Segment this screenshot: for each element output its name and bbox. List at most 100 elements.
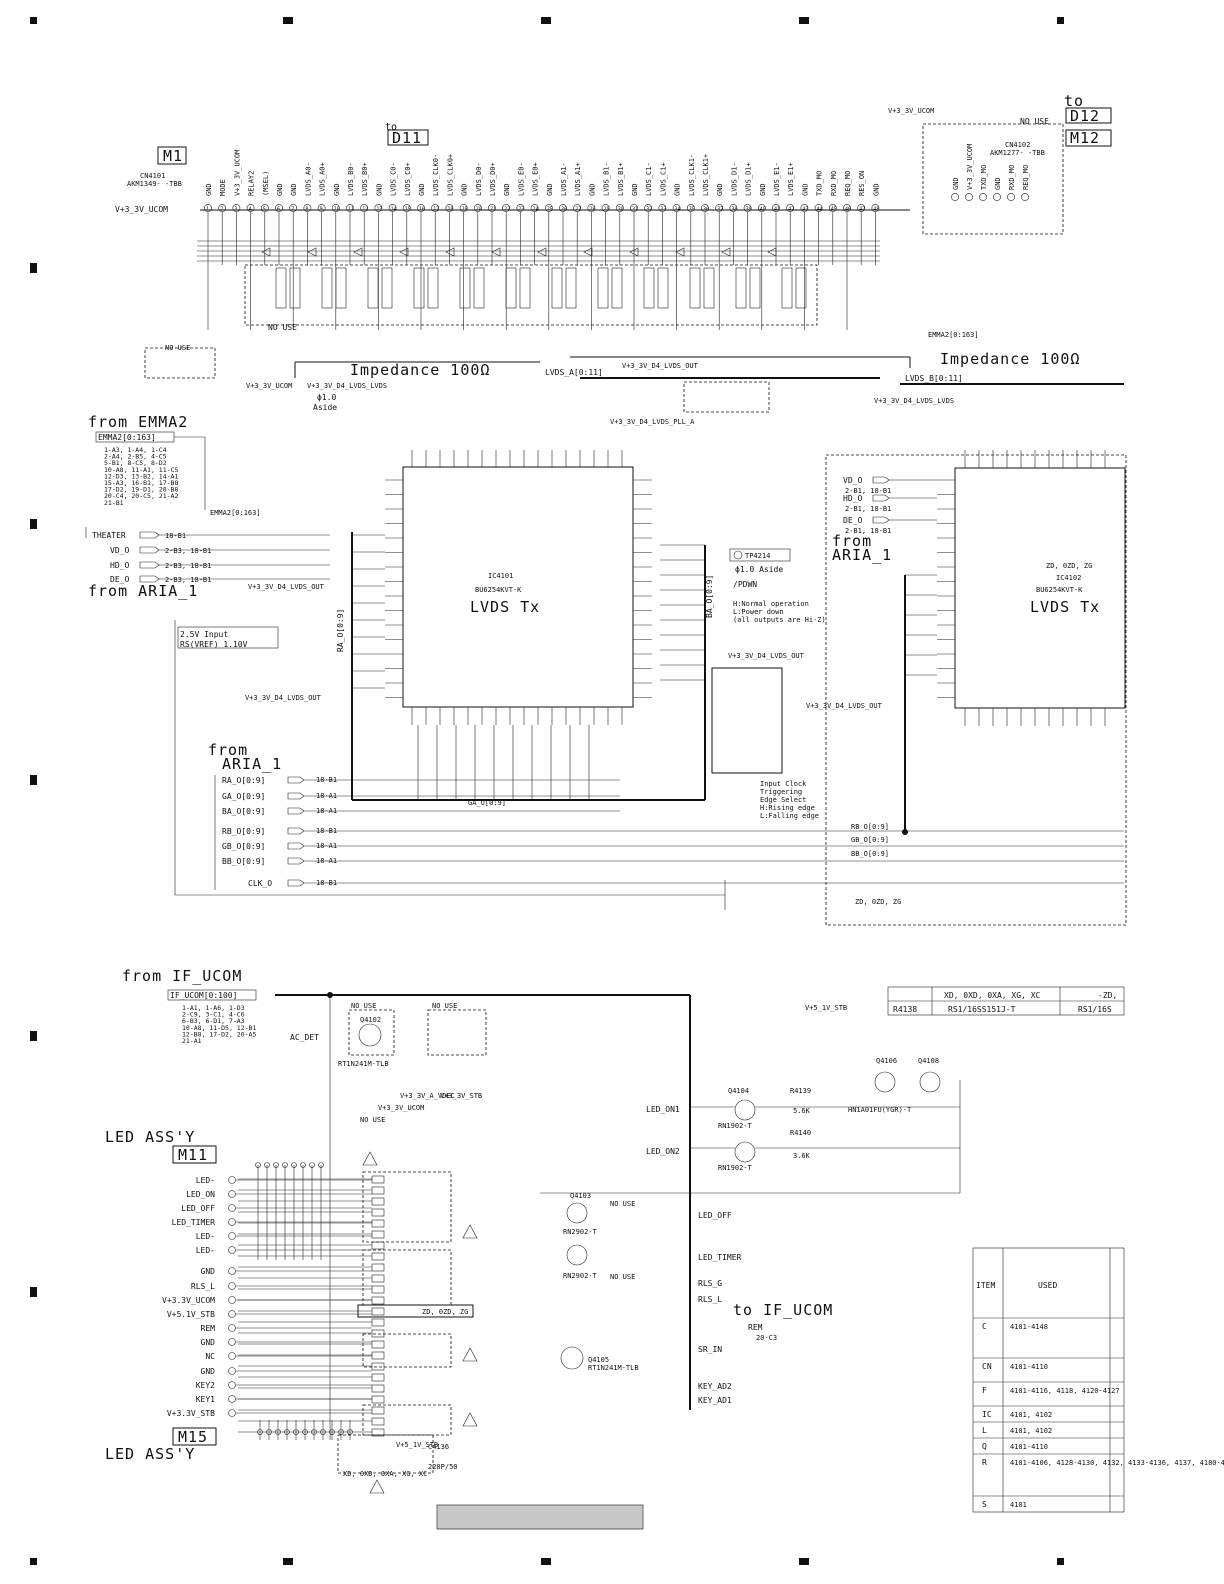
tp4214-box [729,548,791,562]
led-pin-circle [228,1246,236,1254]
q4108-ref: Q4108 [918,1057,939,1065]
rn1902-part-1: RN1902-T [718,1122,753,1130]
c4136-value: 220P/50 [428,1463,458,1471]
led-pin-circle [228,1282,236,1290]
ic4102-part: BU6254KVT-K [1036,586,1083,594]
filter-cell [371,1285,385,1294]
cn4101-pin-label: LVDS_E0+ [532,162,540,196]
cn4101-pin-circle [871,204,880,212]
cn4101-pin-label: GND [674,183,682,196]
filter-element [519,267,531,309]
module-tag-m15 [172,1427,217,1446]
cn4101-pin-label: LVDS_C1+ [659,162,667,196]
cn4102-ref: CN4102 [1005,141,1030,149]
no-use-cn4102: NO USE [1020,117,1049,126]
ic4101-body [402,466,634,708]
ic4101-part: BU6254KVT-K [475,586,522,594]
test-point-icon [347,1429,353,1435]
cn4101-pin-circle [431,204,440,212]
filter-cells [238,1175,385,1437]
module-m11-label: M11 [178,1146,208,1164]
filter-element [289,267,301,309]
filter-element [795,267,807,309]
filter-cell [371,1208,385,1217]
led-pin-label: V+5.1V_STB [167,1310,215,1319]
filter-element [473,267,485,309]
from-label-mid: from [208,741,248,759]
module-tag-d11 [387,129,429,146]
filter-cell [371,1395,385,1404]
test-point-icon [293,1429,299,1435]
footer-page-bar [436,1504,644,1530]
cn4102-pin-circle [979,193,987,201]
cn4101-pin-label: LVDS_B0+ [361,162,369,196]
filter-cell [371,1362,385,1371]
led-pin-circle [228,1367,236,1375]
vcc-stb-mid: V+3_3V_STB [440,1092,482,1100]
cn4101-pin-circle [218,204,227,212]
test-point-icon [302,1429,308,1435]
led-pin-label: GND [201,1338,216,1347]
filter-array-box [244,264,818,326]
filter-cell [371,1307,385,1316]
from-label-right: from [832,532,872,550]
module-d12-label: D12 [1070,107,1100,125]
cn4101-pin-label: TXD_MO [816,171,824,196]
test-point-icon [266,1429,272,1435]
led-pin-label: LED_ON [186,1190,215,1199]
filter-element [781,267,793,309]
variant-cell: R4138 [893,1005,917,1014]
q4102-box [348,1009,395,1056]
port-arrow-icon [287,857,305,865]
key-ad2-label: KEY_AD2 [698,1382,732,1391]
to-ifucom-label: to IF_UCOM [733,1301,833,1319]
ic4102-pins [904,450,1106,832]
ic4102-function: LVDS Tx [1030,598,1100,616]
cn4101-pin-circle [374,204,383,212]
clock-note-line: L:Falling edge [760,812,819,820]
cn4101-pin-label: RES_ON [858,171,866,196]
vcc-lvds-lvds-right: V+3_3V_D4_LVDS_LVDS [874,397,954,405]
no-use-label-1: NO USE [268,323,297,332]
cn4102-box [922,123,1064,235]
emma2-ref-line: 20-C4, 20-C5, 21-A2 [104,492,178,500]
warning-triangle-icon [462,1224,478,1239]
led-pin-circle [228,1267,236,1275]
cn4101-pin-circle [743,204,752,212]
cn4101-pin-label: LVDS_CLK1- [688,154,696,196]
test-point-icon [318,1162,324,1168]
cn4101-pin-circle [317,204,326,212]
sr-in-label: SR_IN [698,1345,722,1354]
signal-ref-right: 2-B1, 18-B1 [845,505,891,513]
cn4101-pin-circle [757,204,766,212]
r4108-box [711,667,783,774]
tp4214-label: TP4214 [745,552,770,560]
theater-label: THEATER [92,531,126,540]
port-arrow-icon [139,531,160,539]
aria-input-label: GB_O[0:9] [222,842,265,851]
led-pin-label: LED- [196,1176,215,1185]
r4104-box [683,381,770,413]
cn4101-pin-label: MODE [219,179,227,196]
filter-triangle-icon [721,247,731,257]
tp4214-aside: ϕ1.0 Aside [735,565,783,574]
input-25v-box [177,626,279,649]
vd_o-label-right: VD_O [843,476,862,485]
emma2-ref-map: 1-A3, 1-A4, 1-C42-A4, 2-B5, 4-C55-B1, 8-… [104,436,206,510]
cn4101-pin-circle [360,204,369,212]
filter-triangle-icon [583,247,593,257]
cn4101-pin-label: LVDS_A0+ [319,162,327,196]
cn4101-pin-label: GND [716,183,724,196]
aria-rgb-inputs: RA_O[0:9]18-B1GA_O[0:9]18-A1BA_O[0:9]18-… [222,776,1124,888]
emma2-ref-line: 1-A3, 1-A4, 1-C4 [104,446,167,454]
cn4101-part: AKM1349- -TBB [127,180,182,188]
vcc-stb-right: V+5_1V_STB [805,1004,847,1012]
filter-element [565,267,577,309]
pdwn-note: (all outputs are Hi-Z) [733,616,826,624]
filter-element [381,267,393,309]
filter-cell [371,1219,385,1228]
bb-bus-label: BB_O[0:9] [851,850,889,858]
cn4101-pin-circle [701,204,709,212]
parts-item: R [982,1458,987,1467]
